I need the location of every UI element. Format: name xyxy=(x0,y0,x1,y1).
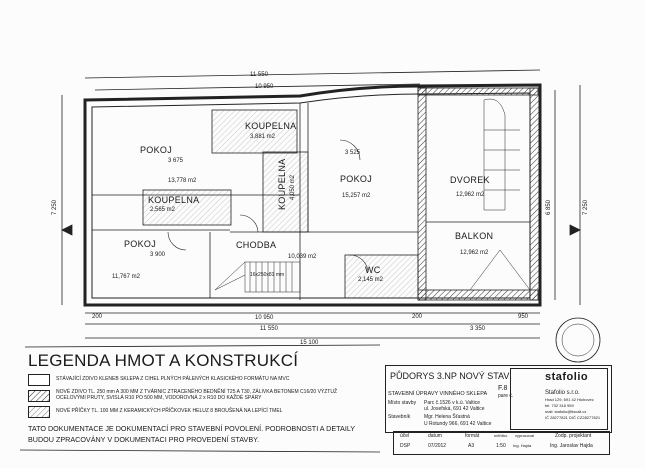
field-value: DSP xyxy=(400,443,411,449)
company-logo: stafolio xyxy=(545,371,589,383)
field-value: Ing. Hajda xyxy=(513,443,532,448)
field-label: Zodp. projektant xyxy=(555,433,592,439)
dim-top-outer: 11 550 xyxy=(250,72,268,78)
field-value: Ing. Jaroslav Hajda xyxy=(550,443,593,449)
dim-bottom-outer: 11 550 xyxy=(260,326,278,332)
location: Parc č.1526 v k.ú. Valtice xyxy=(424,400,481,406)
room-label: CHODBA xyxy=(236,240,277,250)
room-label: DVOREK xyxy=(450,175,490,185)
legend-swatch-existing xyxy=(28,374,50,386)
room-width: 3 900 xyxy=(150,252,166,258)
legend-item: NOVÉ ZDIVO TL. 250 mm A 300 MM Z TVÁRNIC… xyxy=(56,389,338,401)
dim-right-inner: 6 850 xyxy=(546,199,552,215)
room-label: WC xyxy=(365,265,381,275)
drawing-title: PŮDORYS 3.NP NOVÝ STAV xyxy=(390,371,510,381)
dim-right-height: 7 250 xyxy=(583,199,589,215)
legend-swatch-new-wall xyxy=(28,390,50,402)
dim-bottom-total: 15 100 xyxy=(300,340,319,346)
room-label: POKOJ xyxy=(340,174,373,184)
room-area: 2,565 m2 xyxy=(150,207,176,213)
legend-item: NOVÉ PŘÍČKY TL. 100 MM Z KERAMICKÝCH PŘÍ… xyxy=(56,408,283,414)
dim-stair: 16x250x81 mm xyxy=(250,272,285,278)
dim-bottom-inner: 10 950 xyxy=(255,315,274,321)
title-block xyxy=(385,365,612,433)
dim-left-height: 7 250 xyxy=(52,199,58,215)
dim-bottom-right-offset: 950 xyxy=(518,314,529,320)
field-label: formát xyxy=(465,433,480,439)
room-area: 12,962 m2 xyxy=(460,250,489,256)
legend-title: LEGENDA HMOT A KONSTRUKCÍ xyxy=(28,351,299,370)
company-info: mail: stafolio@tiscali.cz xyxy=(545,409,587,414)
field-value: 07/2012 xyxy=(428,443,447,449)
room-area: 2,145 m2 xyxy=(358,277,384,283)
company-box xyxy=(510,368,608,430)
room-width: 3 675 xyxy=(168,158,184,164)
room-label: KOUPELNA xyxy=(148,195,200,205)
field-value: 1:50 xyxy=(496,443,506,449)
legend-note: BUDOU ZPRACOVÁNY V DOKUMENTACI PRO PROVE… xyxy=(28,435,259,444)
project-name: STAVEBNÍ ÚPRAVY VINNÉHO SKLEPA xyxy=(388,391,488,397)
room-area: 13,778 m2 xyxy=(168,178,197,184)
room-area: 15,257 m2 xyxy=(342,193,371,199)
room-area: 11,767 m2 xyxy=(112,274,140,280)
legend-item: STÁVAJÍCÍ ZDIVO KLENEB SKLEPA Z CIHEL PL… xyxy=(56,376,290,382)
room-area: 4,050 m2 xyxy=(290,174,296,200)
room-area: 10,039 m2 xyxy=(288,254,317,260)
company-name: Stafolio s.r.o. xyxy=(545,390,580,396)
room-label: KOUPELNA xyxy=(245,121,297,131)
investor-label: Stavebník xyxy=(388,414,411,420)
company-info: IČ 28277821 DIČ CZ28277821 xyxy=(545,415,601,420)
field-label: vypracoval xyxy=(515,433,535,438)
room-label: POKOJ xyxy=(140,145,173,155)
location-label: Místo stavby xyxy=(388,400,417,406)
investor: U Rotundy 966, 691 42 Valtice xyxy=(424,421,492,427)
room-width: 3 525 xyxy=(345,150,361,156)
room-area: 12,962 m2 xyxy=(456,192,485,198)
room-label: POKOJ xyxy=(124,239,157,249)
location: ul. Josefská, 691 42 Valtice xyxy=(424,406,485,412)
legend-swatch-partition xyxy=(28,406,50,418)
room-area: 3,881 m2 xyxy=(250,134,276,140)
field-value: A3 xyxy=(468,443,475,449)
sheet-number: F.8 xyxy=(498,385,508,392)
field-label: datum xyxy=(428,433,442,439)
dim-top-inner: 10 950 xyxy=(255,84,274,90)
dim-bottom-left-offset: 200 xyxy=(92,314,103,320)
field-label: účel xyxy=(400,433,410,439)
company-info: tel. 732 318 959 xyxy=(545,403,574,408)
room-label: KOUPELNA xyxy=(277,158,287,210)
dim-bottom-mid-offset: 200 xyxy=(412,314,423,320)
title-fields xyxy=(393,431,610,455)
legend-note: TATO DOKUMENTACE JE DOKUMENTACÍ PRO STAV… xyxy=(28,424,356,433)
company-info: Hrad 129, 691 42 Hlohovec xyxy=(545,397,594,402)
sheet-sub: pare č. xyxy=(498,393,514,399)
investor: Mgr. Helena Šťastná xyxy=(424,414,470,420)
field-label: měřítko xyxy=(494,433,508,438)
room-label: BALKON xyxy=(455,231,494,241)
dim-bottom-right: 3 350 xyxy=(470,326,486,332)
